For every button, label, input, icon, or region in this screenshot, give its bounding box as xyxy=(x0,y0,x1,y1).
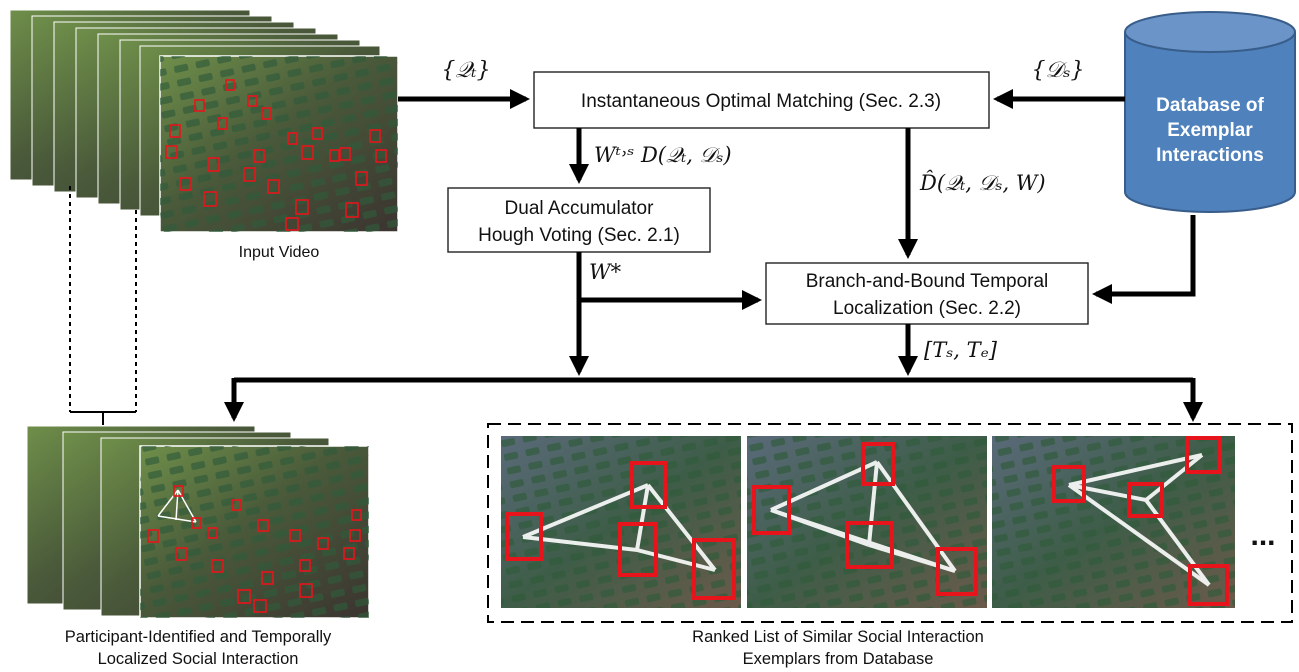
stack-connector xyxy=(69,186,137,425)
exemplar-1 xyxy=(501,436,741,608)
database-cylinder: Database of Exemplar Interactions xyxy=(1124,11,1296,213)
weighted-distance-label: Wᵗ˒ˢ D(𝒬ₜ, 𝒟ₛ) xyxy=(594,143,732,167)
bnb-box: Branch-and-Bound Temporal Localization (… xyxy=(765,262,1089,325)
database-label-line2: Exemplar xyxy=(1167,120,1253,141)
distance-hat-label: D̂(𝒬ₜ, 𝒟ₛ, W) xyxy=(919,171,1046,195)
bnb-box-label-line1: Branch-and-Bound Temporal xyxy=(806,271,1049,292)
output-caption-line2: Localized Social Interaction xyxy=(98,650,299,668)
matching-box: Instantaneous Optimal Matching (Sec. 2.3… xyxy=(533,71,990,129)
output-caption-line1: Participant-Identified and Temporally xyxy=(65,628,332,646)
exemplar-3 xyxy=(992,436,1235,608)
flow-arrows xyxy=(224,89,1203,422)
hough-box: Dual Accumulator Hough Voting (Sec. 2.1) xyxy=(447,187,711,253)
input-video-caption: Input Video xyxy=(239,244,320,261)
output-detection-boxes xyxy=(147,485,362,613)
hough-box-label-line2: Hough Voting (Sec. 2.1) xyxy=(478,225,680,246)
ranked-ellipsis: ... xyxy=(1250,519,1275,552)
input-video-stack xyxy=(9,9,399,233)
matching-box-label: Instantaneous Optimal Matching (Sec. 2.3… xyxy=(581,91,941,112)
exemplar-2 xyxy=(747,436,987,608)
input-detection-boxes xyxy=(165,79,387,231)
ranked-caption-line2: Exemplars from Database xyxy=(743,650,934,668)
w-star-label: W* xyxy=(589,260,622,284)
time-interval-label: [Tₛ, Tₑ] xyxy=(924,338,998,362)
output-front-frame xyxy=(139,445,370,619)
database-label-line1: Database of xyxy=(1156,95,1264,116)
exemplar-set-label: {𝒟ₛ} xyxy=(1032,58,1085,83)
output-video-stack xyxy=(26,425,370,619)
ranked-caption-line1: Ranked List of Similar Social Interactio… xyxy=(692,628,984,646)
hough-box-label-line1: Dual Accumulator xyxy=(505,198,655,219)
ranked-list-frame xyxy=(487,423,1293,623)
bnb-box-label-line2: Localization (Sec. 2.2) xyxy=(833,298,1021,319)
query-set-label: {𝒬ₜ} xyxy=(441,58,490,83)
input-video-front-frame xyxy=(159,55,399,233)
database-label-line3: Interactions xyxy=(1156,145,1264,166)
